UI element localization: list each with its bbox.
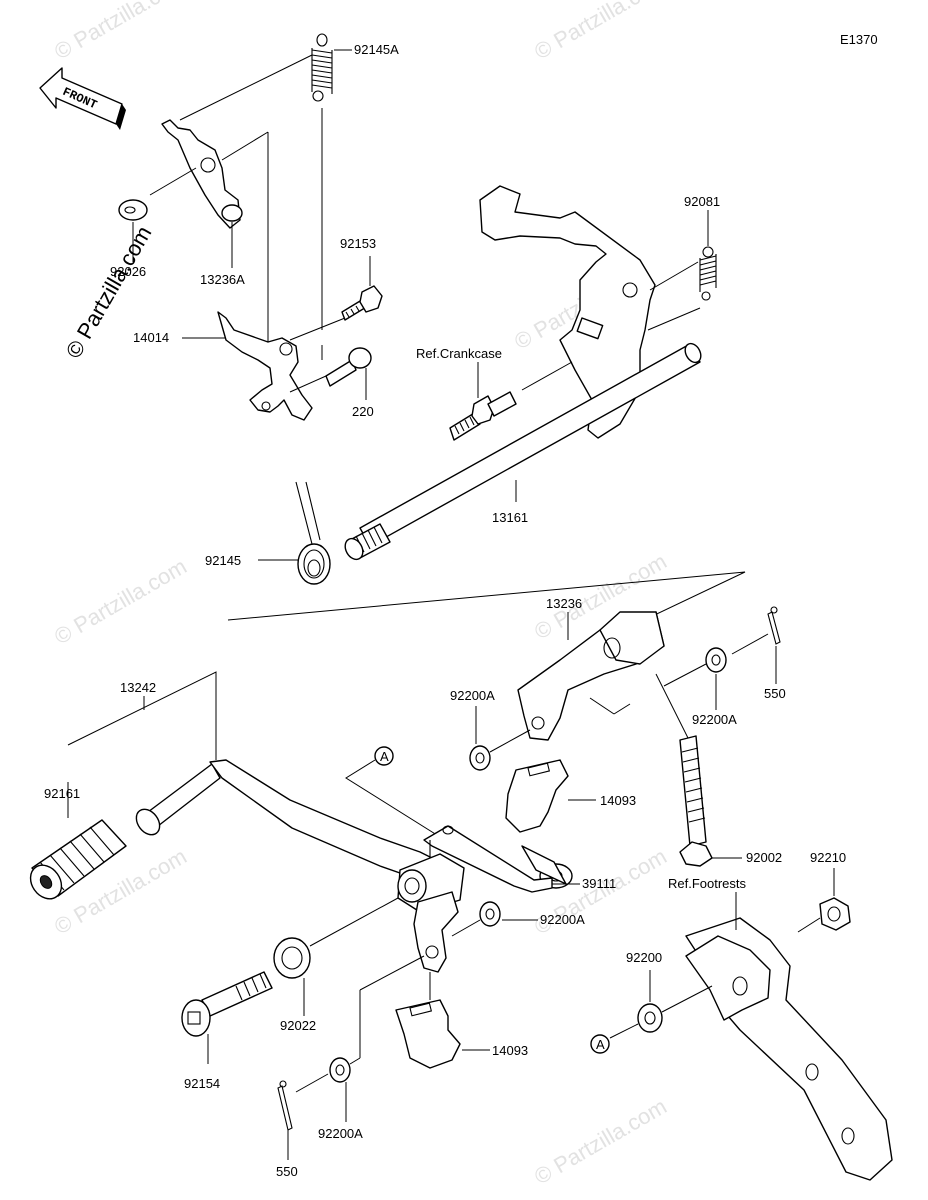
- label-92154: 92154: [184, 1076, 220, 1091]
- label-92022: 92022: [280, 1018, 316, 1033]
- label-92200A-3: 92200A: [540, 912, 585, 927]
- label-92145: 92145: [205, 553, 241, 568]
- tie-rod-39111: [423, 825, 553, 893]
- marker-a-lower: [590, 1034, 610, 1054]
- shift-pedal-13242: [135, 759, 465, 973]
- shift-arm-13236: [517, 611, 665, 741]
- spring-92081: [699, 246, 717, 301]
- washer-92200A-mid: [469, 745, 491, 771]
- label-14093-1: 14093: [600, 793, 636, 808]
- bolt-92153: [341, 285, 383, 321]
- joint-14093-lower: [395, 999, 461, 1069]
- label-13161: 13161: [492, 510, 528, 525]
- label-92200A-2: 92200A: [692, 712, 737, 727]
- label-92002: 92002: [746, 850, 782, 865]
- label-550-bottom: 550: [276, 1164, 298, 1179]
- label-92026: 92026: [110, 264, 146, 279]
- cotter-pin-550-top: [767, 606, 781, 645]
- label-14093-2: 14093: [492, 1043, 528, 1058]
- washer-92200: [637, 1003, 663, 1033]
- label-92200A-4: 92200A: [318, 1126, 363, 1141]
- label-92200A-1: 92200A: [450, 688, 495, 703]
- label-14014: 14014: [133, 330, 169, 345]
- shift-bracket: [161, 119, 243, 229]
- diagram-code: E1370: [840, 32, 878, 47]
- label-39111: 39111: [582, 876, 616, 891]
- washer-92026: [118, 199, 148, 221]
- footrest-bracket: [685, 917, 893, 1181]
- lever-14014: [217, 311, 313, 421]
- label-92200: 92200: [626, 950, 662, 965]
- pedal-rubber-92161: [29, 819, 127, 900]
- cotter-pin-550-bottom: [277, 1080, 293, 1131]
- watermark-4: © Partzilla.com: [50, 554, 191, 650]
- nut-92210: [819, 897, 851, 931]
- label-92210: 92210: [810, 850, 846, 865]
- marker-a-upper-label: A: [380, 749, 389, 764]
- front-arrow: FRONT: [39, 67, 126, 130]
- label-550-top: 550: [764, 686, 786, 701]
- label-13236A: 13236A: [200, 272, 245, 287]
- bolt-92002: [679, 735, 713, 867]
- label-13242: 13242: [120, 680, 156, 695]
- watermark-1: © Partzilla.com: [50, 0, 191, 64]
- washer-92200A-right: [705, 647, 727, 673]
- bolt-92154: [181, 971, 273, 1037]
- spring-92145A: [311, 33, 333, 102]
- ref-footrests: Ref.Footrests: [668, 876, 747, 891]
- ref-crankcase: Ref.Crankcase: [416, 346, 502, 361]
- crankcase-stud: [449, 391, 517, 441]
- label-220: 220: [352, 404, 374, 419]
- bolt-220: [325, 347, 372, 387]
- shift-shaft-13161: [344, 185, 702, 561]
- label-13236: 13236: [546, 596, 582, 611]
- watermark-8: © Partzilla.com: [530, 1094, 671, 1190]
- label-92145A: 92145A: [354, 42, 399, 57]
- washer-92200A-lower: [479, 901, 501, 927]
- return-spring-92145: [295, 481, 331, 585]
- label-92081: 92081: [684, 194, 720, 209]
- label-92161: 92161: [44, 786, 80, 801]
- marker-a-lower-label: A: [596, 1037, 605, 1052]
- washer-92022: [273, 937, 311, 979]
- label-92153: 92153: [340, 236, 376, 251]
- washer-92200A-bottom: [329, 1057, 351, 1083]
- marker-a-upper: [374, 746, 394, 766]
- watermark-2: © Partzilla.com: [530, 0, 671, 64]
